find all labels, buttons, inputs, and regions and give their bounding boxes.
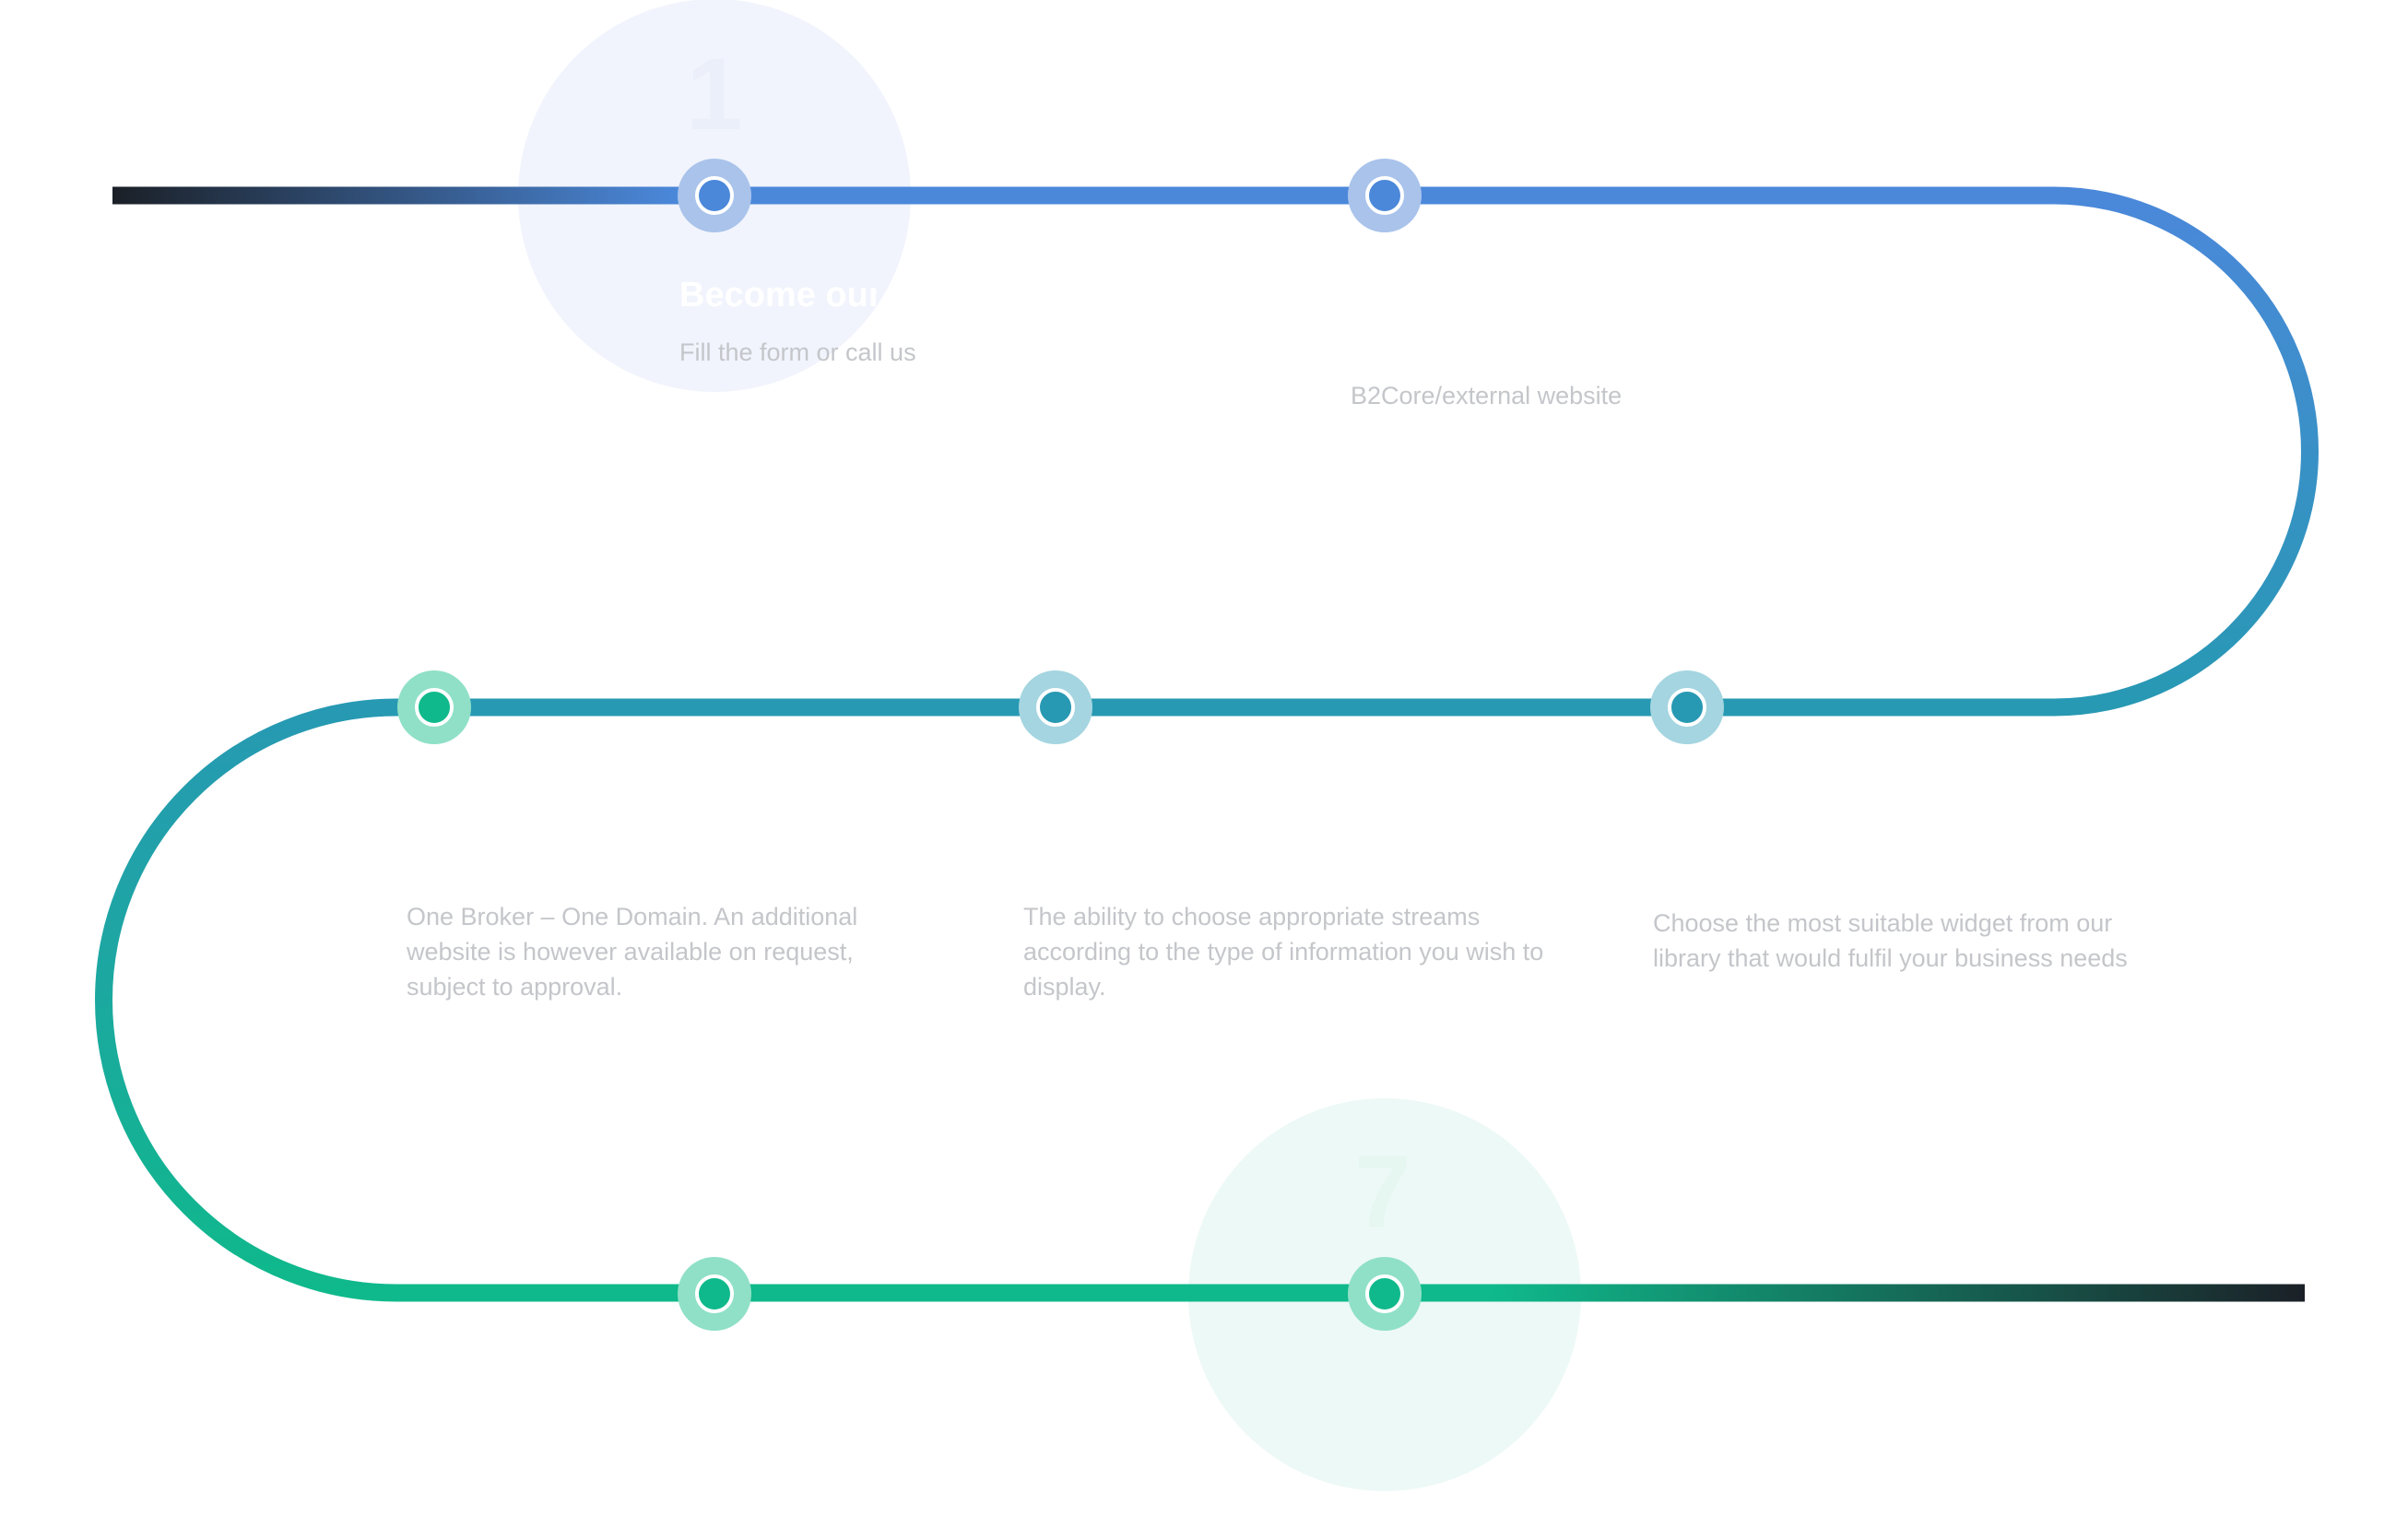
- step-4-marker[interactable]: [1019, 670, 1092, 744]
- step-4-marker-dot: [1036, 688, 1075, 727]
- step-6-marker-dot: [695, 1274, 734, 1313]
- step-3-marker-dot: [1668, 688, 1706, 727]
- step-2-description: B2Core/external website: [1351, 382, 1623, 409]
- step-7-number: 7: [1354, 1135, 1411, 1249]
- step-4-description: The ability to choose appropriate stream…: [1023, 903, 1544, 1001]
- step-6-marker[interactable]: [678, 1257, 751, 1331]
- step-1-description: Fill the form or call us: [679, 338, 916, 366]
- step-2-marker-dot: [1365, 176, 1404, 215]
- step-7-marker-dot: [1365, 1274, 1404, 1313]
- step-3-description: Choose the most suitable widget from our…: [1653, 909, 2128, 972]
- step-7-marker[interactable]: [1348, 1257, 1422, 1331]
- roadmap-path: [95, 186, 2319, 1302]
- step-2-marker[interactable]: [1348, 159, 1422, 232]
- path-curve-left: [95, 698, 397, 1302]
- step-3-marker[interactable]: [1650, 670, 1724, 744]
- path-curve-right: [2053, 186, 2319, 717]
- step-1-number: 1: [686, 38, 742, 151]
- step-5-marker[interactable]: [397, 670, 471, 744]
- step-5-marker-dot: [415, 688, 454, 727]
- step-5-description: One Broker – One Domain. An additional w…: [407, 903, 858, 1001]
- step-1-marker[interactable]: [678, 159, 751, 232]
- step-1-marker-dot: [695, 176, 734, 215]
- highlight-layer: [518, 0, 1581, 1491]
- step-1-title: Become our: [679, 276, 877, 314]
